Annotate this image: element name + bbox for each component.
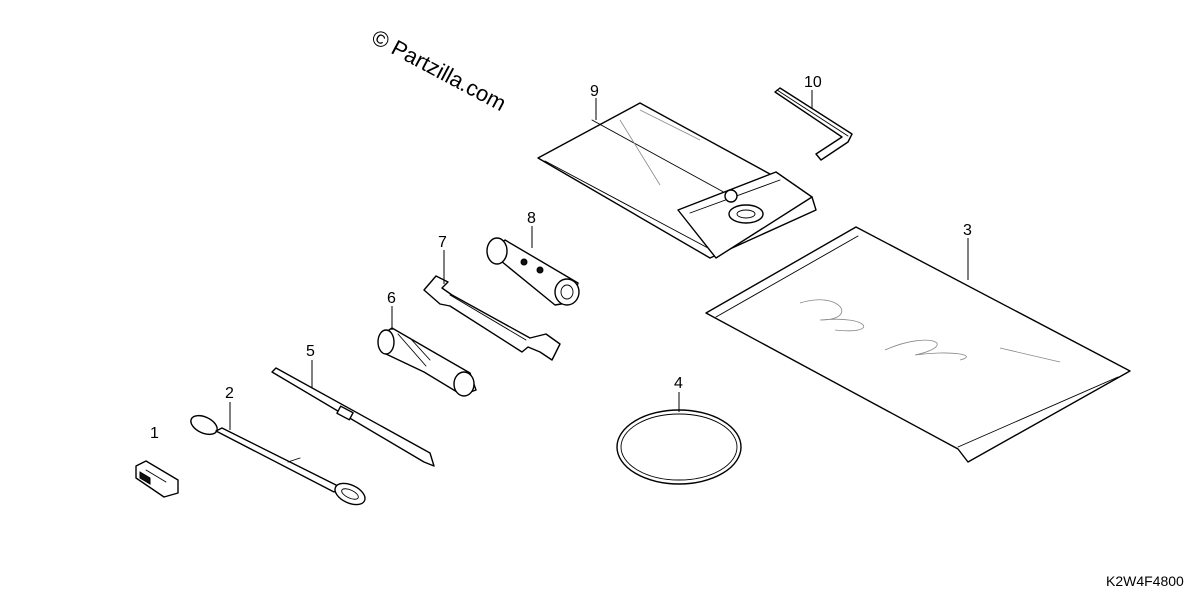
fuse-clip-part [135,460,179,498]
callout-4: 4 [674,375,683,392]
spark-plug-wrench-part [486,237,580,306]
rubber-band-part [616,409,742,485]
open-end-wrench-part [423,275,561,361]
callout-2: 2 [225,385,234,402]
watermark-text: © Partzilla.com [368,24,511,116]
callout-3: 3 [963,222,972,239]
callout-1: 1 [150,425,159,442]
diagram-code: K2W4F4800 [1106,573,1184,589]
extension-bar-part [190,414,366,506]
callout-9: 9 [590,83,599,100]
document-bag-part [705,226,1131,463]
hex-wrench-part [774,87,853,161]
screwdriver-shaft-part [271,367,435,467]
callout-10: 10 [804,74,822,91]
callout-8: 8 [527,210,536,227]
callout-5: 5 [306,343,315,360]
callout-6: 6 [387,290,396,307]
screwdriver-grip-part [377,327,477,397]
callout-7: 7 [438,234,447,251]
tool-bag-part [537,102,817,259]
